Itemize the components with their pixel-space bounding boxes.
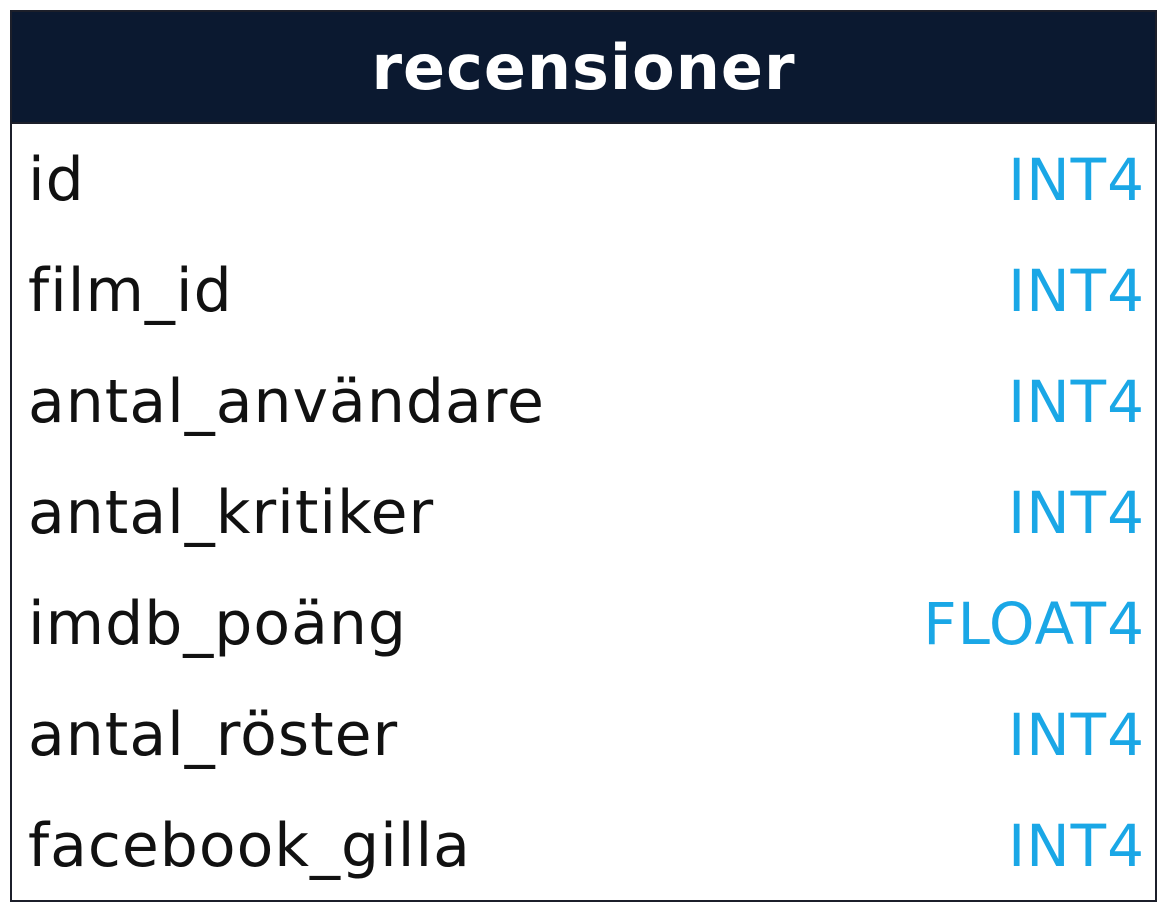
table-card: recensioner id INT4 film_id INT4 antal_a…: [10, 10, 1157, 902]
field-row-imdb-poang: imdb_poäng FLOAT4: [12, 568, 1155, 679]
field-type: INT4: [1008, 811, 1145, 880]
field-type: INT4: [1008, 145, 1145, 214]
field-type: INT4: [1008, 367, 1145, 436]
field-name: antal_användare: [28, 366, 545, 437]
field-row-antal-anvandare: antal_användare INT4: [12, 346, 1155, 457]
field-type: INT4: [1008, 478, 1145, 547]
field-row-antal-roster: antal_röster INT4: [12, 679, 1155, 790]
field-name: imdb_poäng: [28, 588, 407, 659]
field-type: INT4: [1008, 700, 1145, 769]
field-row-id: id INT4: [12, 124, 1155, 235]
field-row-facebook-gilla: facebook_gilla INT4: [12, 790, 1155, 901]
table-title: recensioner: [12, 12, 1155, 124]
field-type: INT4: [1008, 256, 1145, 325]
field-list: id INT4 film_id INT4 antal_användare INT…: [12, 124, 1155, 901]
field-type: FLOAT4: [923, 589, 1145, 658]
field-name: film_id: [28, 255, 233, 326]
field-row-antal-kritiker: antal_kritiker INT4: [12, 457, 1155, 568]
field-row-film-id: film_id INT4: [12, 235, 1155, 346]
field-name: id: [28, 144, 85, 215]
field-name: facebook_gilla: [28, 810, 471, 881]
field-name: antal_röster: [28, 699, 399, 770]
field-name: antal_kritiker: [28, 477, 435, 548]
